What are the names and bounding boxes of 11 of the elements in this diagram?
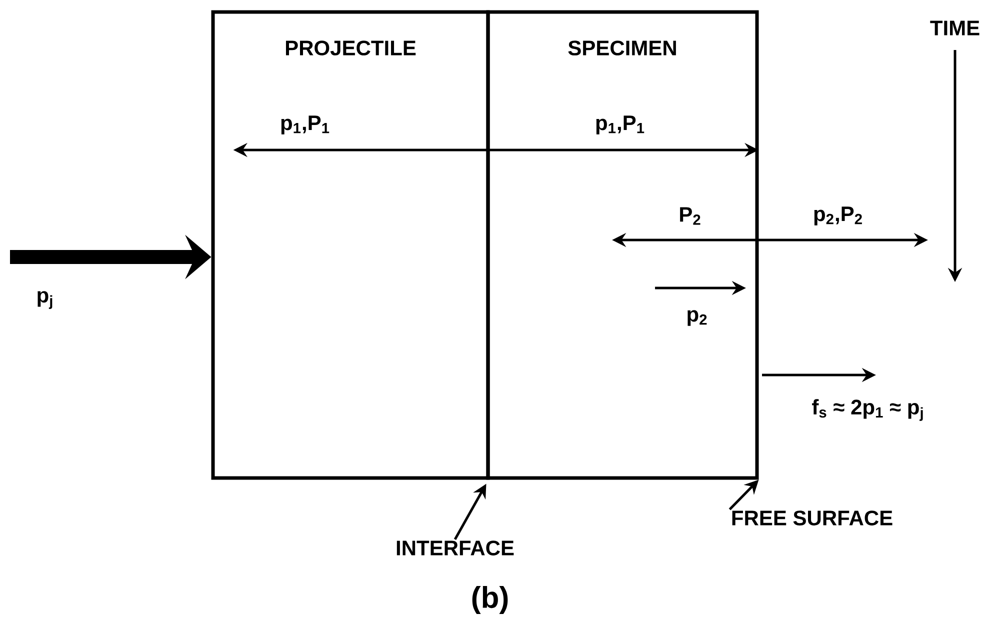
label: TIME [930, 20, 980, 36]
leader-text: INTERFACE [396, 540, 514, 556]
label: p$_{1}$,P$_{1}$ [596, 116, 644, 134]
label: f$_{s}$ ≈ 2p$_{1}$ ≈ p$_{j}$ [812, 399, 923, 421]
caption: (b) [472, 586, 508, 614]
label: P$_{2}$ [680, 207, 700, 225]
label: p$_{2}$,P$_{2}$ [814, 206, 862, 226]
edge-label: p$_{j}$ [38, 291, 52, 309]
label: p$_{1}$,P$_{1}$ [281, 116, 330, 134]
leader-text: FREE SURFACE [732, 510, 892, 526]
label: p$_{2}$ [688, 310, 707, 326]
